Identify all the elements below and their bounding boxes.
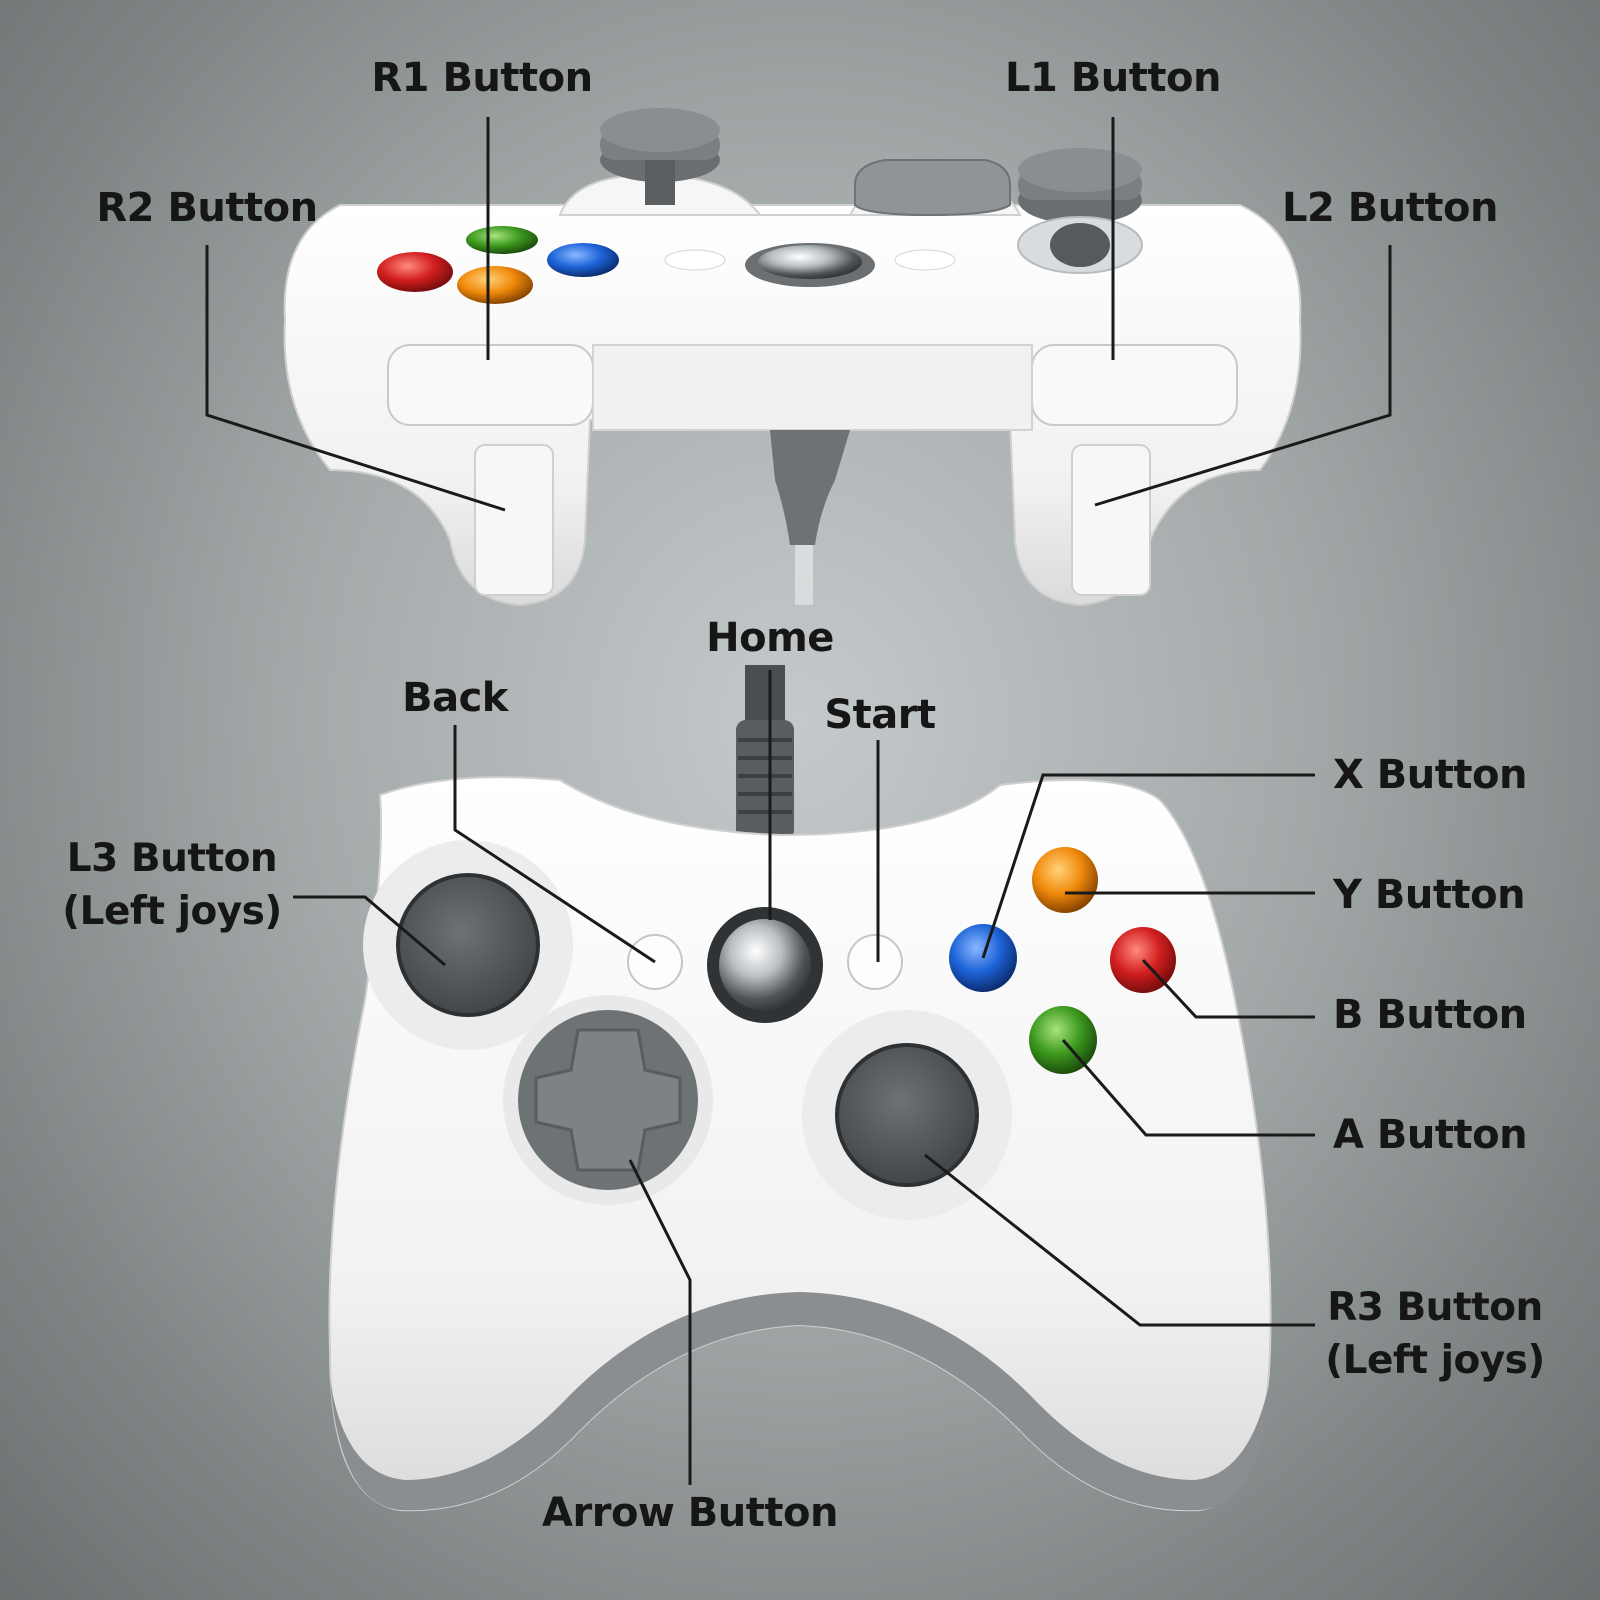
label-l3: L3 Button (Left joys): [62, 833, 282, 938]
label-l1: L1 Button: [1005, 55, 1221, 101]
label-home: Home: [706, 615, 834, 661]
front-button-y: [1032, 847, 1098, 913]
top-bumper-rb: [387, 344, 594, 426]
leader-lines: [205, 117, 1392, 1485]
front-dpad: [534, 1028, 682, 1172]
leader-arrow: [628, 1159, 692, 1485]
leader-x: [981, 773, 1315, 959]
top-button-blue: [547, 243, 619, 277]
label-r1: R1 Button: [371, 55, 593, 101]
label-r3-line1: R3 Button: [1327, 1285, 1543, 1330]
top-trigger-rt: [474, 444, 554, 596]
label-r3-line2: (Left joys): [1325, 1337, 1545, 1383]
label-l3-line1: L3 Button: [66, 836, 278, 881]
label-b: B Button: [1333, 992, 1527, 1038]
leader-l3: [293, 895, 446, 967]
front-right-stick: [835, 1043, 979, 1187]
controller-top-view: [283, 108, 1302, 607]
label-l3-line2: (Left joys): [62, 888, 282, 934]
top-button-orange: [457, 266, 533, 304]
top-button-red: [377, 252, 453, 292]
label-x: X Button: [1333, 752, 1527, 798]
controller-front-view: [328, 665, 1272, 1512]
label-y: Y Button: [1333, 872, 1526, 918]
front-guide-button: [719, 919, 811, 1011]
top-trigger-lt: [1071, 444, 1151, 596]
label-r2: R2 Button: [96, 185, 318, 231]
top-button-green: [466, 226, 538, 254]
leader-l2: [1094, 245, 1392, 507]
leader-r2: [205, 245, 506, 512]
label-a: A Button: [1333, 1112, 1528, 1158]
leader-r3: [924, 1153, 1315, 1327]
label-l2: L2 Button: [1282, 185, 1498, 231]
label-r3: R3 Button (Left joys): [1325, 1282, 1545, 1387]
top-bumper-lb: [1031, 344, 1238, 426]
front-start-button: [847, 934, 903, 990]
front-left-stick: [396, 873, 540, 1017]
label-start: Start: [824, 692, 936, 738]
leader-a: [1061, 1039, 1315, 1137]
label-arrow: Arrow Button: [542, 1490, 838, 1536]
leader-back: [453, 725, 656, 964]
label-back: Back: [402, 675, 508, 721]
leader-b: [1141, 958, 1315, 1019]
